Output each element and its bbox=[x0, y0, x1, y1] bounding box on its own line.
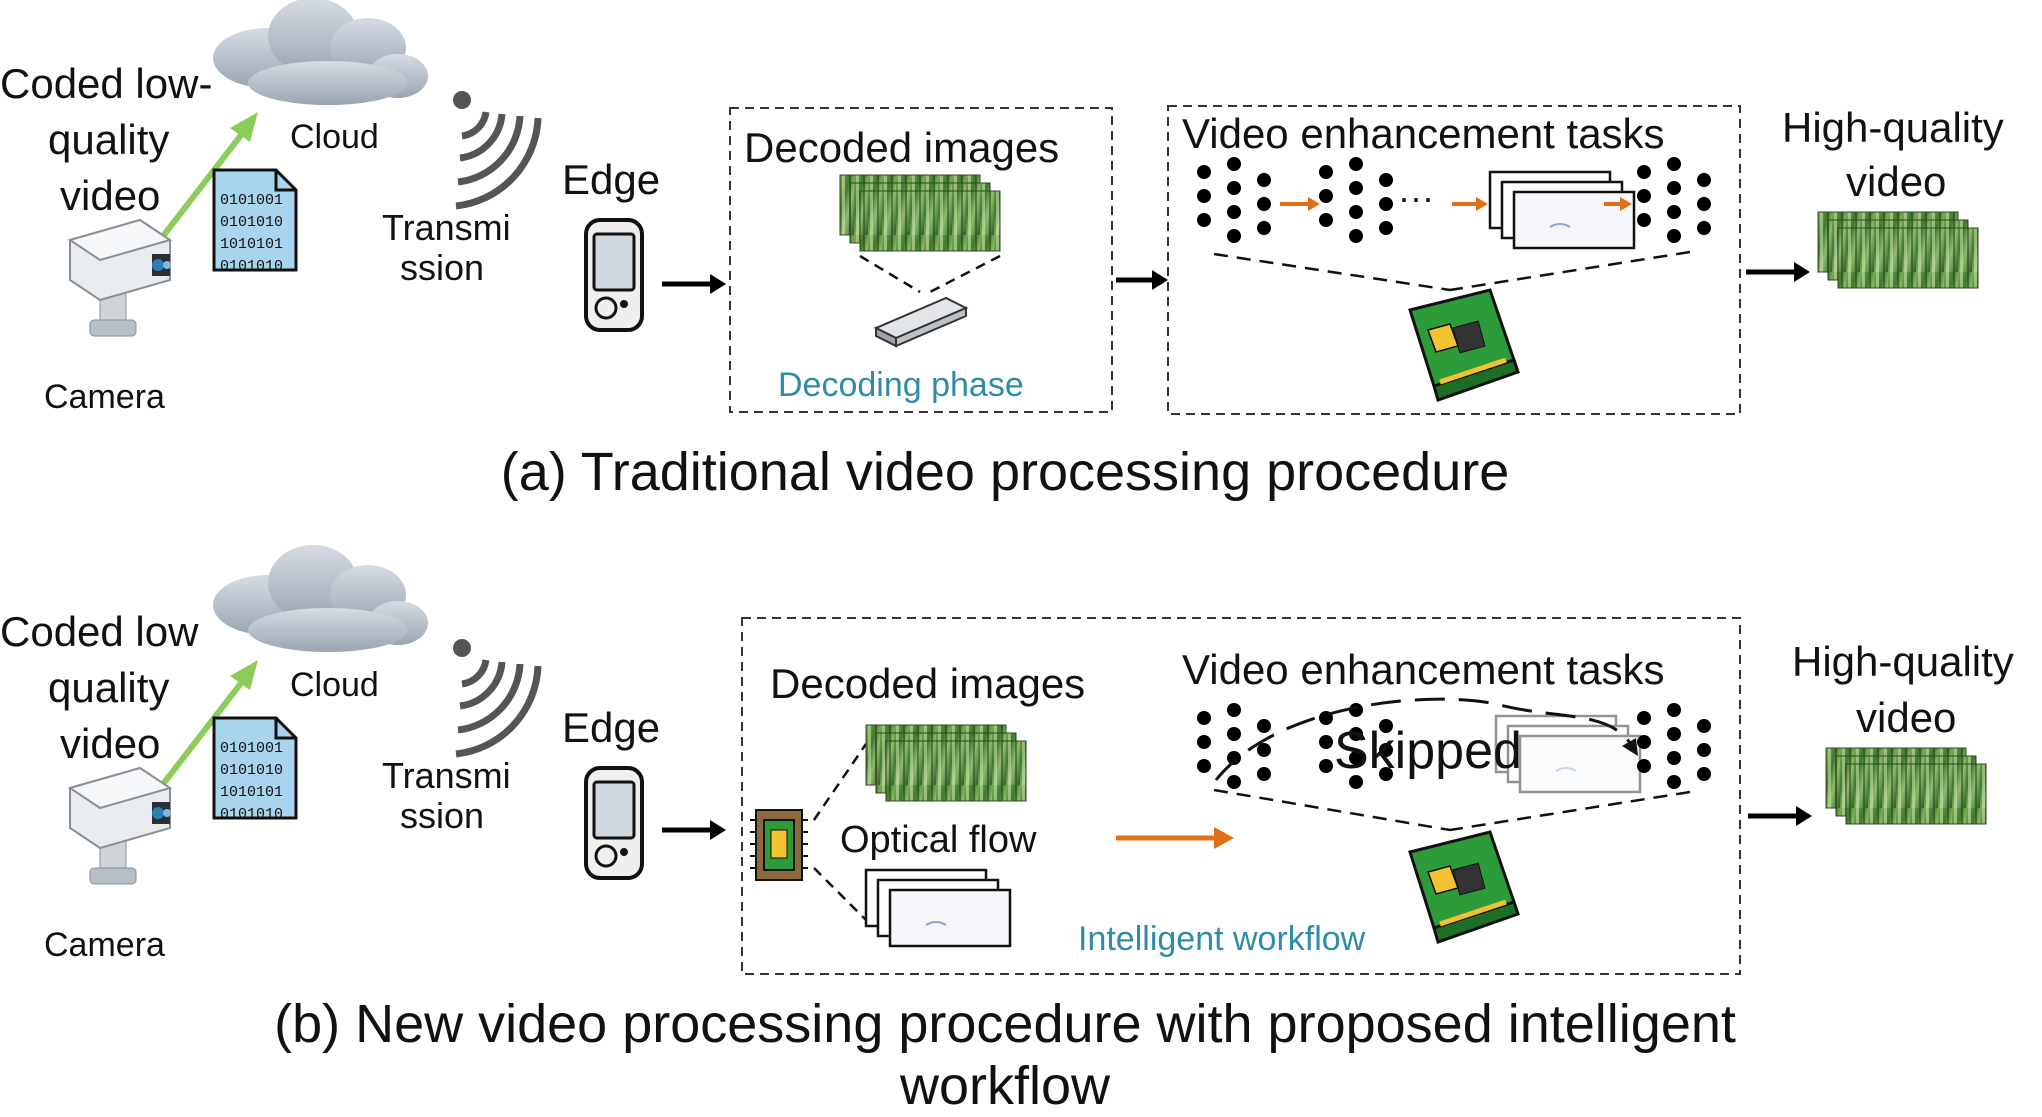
flow-frames-a bbox=[1488, 170, 1636, 250]
source-label-a-2: quality bbox=[48, 116, 169, 163]
flow-frames-b bbox=[864, 868, 1012, 948]
phone-icon bbox=[584, 766, 644, 880]
decoding-box bbox=[729, 107, 1113, 413]
camera-icon bbox=[69, 767, 172, 885]
skipped-label: Skipped bbox=[1334, 722, 1522, 780]
caption-a: (a) Traditional video processing procedu… bbox=[501, 442, 1510, 502]
neural-network-icon bbox=[1197, 157, 1271, 243]
workflow-label: Intelligent workflow bbox=[1078, 920, 1366, 958]
upload-arrowhead-a bbox=[230, 112, 258, 142]
gpu-dash-right-b bbox=[1449, 790, 1691, 832]
chip-dash-up bbox=[812, 743, 868, 821]
decoder-icon bbox=[875, 297, 967, 347]
cloud-label-a: Cloud bbox=[290, 118, 379, 156]
upload-arrow-a bbox=[157, 128, 248, 242]
output-label-b-1: High-quality bbox=[1792, 638, 2014, 685]
bits-a-2: 0101010 bbox=[220, 214, 283, 231]
decode-dash-right bbox=[929, 254, 1001, 294]
source-label-b-3: video bbox=[60, 720, 160, 767]
orange-arrowhead-b bbox=[1214, 827, 1234, 849]
cloud-icon bbox=[213, 0, 428, 105]
output-frames-b bbox=[1825, 747, 1987, 825]
arrowhead-output-a bbox=[1794, 262, 1810, 282]
phone-icon bbox=[584, 218, 644, 332]
orange-arrowhead-a-1 bbox=[1308, 197, 1320, 211]
neural-network-icon bbox=[1319, 157, 1393, 243]
source-label-b-1: Coded low bbox=[0, 608, 199, 655]
ellipsis-a: ··· bbox=[1398, 177, 1434, 218]
arrowhead-edge-workflow-b bbox=[710, 820, 726, 840]
bits-a-4: 0101010 bbox=[220, 258, 283, 275]
transmission-label-a-1: Transmi bbox=[382, 207, 511, 248]
enhancement-box-a bbox=[1167, 105, 1741, 415]
edge-label-a: Edge bbox=[562, 156, 660, 203]
bits-b-4: 0101010 bbox=[220, 806, 283, 823]
output-label-a-2: video bbox=[1846, 158, 1946, 205]
skip-arc bbox=[1214, 697, 1634, 781]
panel-b: Cloud Coded low quality video Camera 010… bbox=[0, 545, 2014, 1116]
upload-arrowhead-b bbox=[230, 660, 258, 690]
bits-a-3: 1010101 bbox=[220, 236, 283, 253]
upload-arrow-b bbox=[157, 676, 248, 790]
decoded-frames-a bbox=[839, 174, 1001, 252]
source-label-a-1: Coded low- bbox=[0, 60, 212, 107]
bits-b-2: 0101010 bbox=[220, 762, 283, 779]
neural-network-icon bbox=[1637, 703, 1711, 789]
optical-flow-label: Optical flow bbox=[840, 819, 1037, 861]
source-label-a-3: video bbox=[60, 172, 160, 219]
signal-icon bbox=[453, 91, 538, 206]
decode-dash-left bbox=[859, 254, 921, 294]
gpu-card-icon bbox=[1410, 290, 1518, 400]
arrowhead-output-b bbox=[1796, 806, 1812, 826]
gpu-dash-right-a bbox=[1449, 250, 1691, 292]
output-label-b-2: video bbox=[1856, 694, 1956, 741]
cloud-label-b: Cloud bbox=[290, 666, 379, 704]
edge-label-b: Edge bbox=[562, 704, 660, 751]
arrowhead-decode-enhance-a bbox=[1152, 270, 1168, 290]
cloud-icon bbox=[213, 545, 428, 652]
decoded-title-b: Decoded images bbox=[770, 660, 1085, 707]
neural-network-icon bbox=[1637, 157, 1711, 243]
skip-arrowhead bbox=[1622, 738, 1638, 756]
chip-dash-down bbox=[813, 867, 867, 921]
gpu-dash-left-b bbox=[1213, 788, 1451, 832]
camera-icon bbox=[69, 219, 172, 337]
orange-arrowhead-a-2 bbox=[1476, 197, 1488, 211]
decoded-frames-b bbox=[865, 724, 1027, 802]
enhance-title-b: Video enhancement tasks bbox=[1182, 646, 1665, 693]
panel-a: Cloud Coded low- quality video Camera 01… bbox=[0, 0, 2004, 502]
neural-network-icon bbox=[1197, 703, 1271, 789]
output-label-a-1: High-quality bbox=[1782, 104, 2004, 151]
caption-b-2: workflow bbox=[899, 1056, 1111, 1116]
orange-arrowhead-a-3 bbox=[1620, 197, 1632, 211]
output-frames-a bbox=[1817, 211, 1979, 289]
intelligent-workflow-box bbox=[741, 617, 1741, 975]
bits-a-1: 0101001 bbox=[220, 192, 283, 209]
bits-b-1: 0101001 bbox=[220, 740, 283, 757]
camera-label-a: Camera bbox=[44, 378, 165, 416]
arrowhead-edge-decode-a bbox=[710, 274, 726, 294]
chip-icon bbox=[749, 809, 809, 881]
signal-icon bbox=[453, 639, 538, 754]
source-label-b-2: quality bbox=[48, 664, 169, 711]
transmission-label-a-2: ssion bbox=[400, 247, 484, 288]
bits-b-3: 1010101 bbox=[220, 784, 283, 801]
gpu-dash-left-a bbox=[1213, 252, 1451, 292]
gpu-card-icon bbox=[1410, 832, 1518, 942]
decoded-title-a: Decoded images bbox=[744, 124, 1059, 171]
enhance-title-a: Video enhancement tasks bbox=[1182, 110, 1665, 157]
transmission-label-b-2: ssion bbox=[400, 795, 484, 836]
decoding-phase-label: Decoding phase bbox=[778, 366, 1024, 404]
caption-b-1: (b) New video processing procedure with … bbox=[274, 994, 1736, 1054]
camera-label-b: Camera bbox=[44, 926, 165, 964]
transmission-label-b-1: Transmi bbox=[382, 755, 511, 796]
